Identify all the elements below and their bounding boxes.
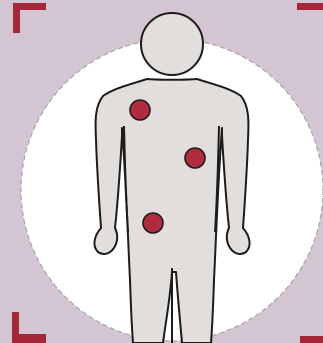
corner-bracket-top-right-icon bbox=[297, 3, 323, 10]
abdomen-marker[interactable] bbox=[185, 148, 205, 168]
corner-bracket-bottom-right-icon bbox=[300, 336, 323, 343]
head-shape bbox=[141, 13, 203, 75]
corner-bracket-bottom-left-icon bbox=[12, 312, 46, 343]
hip-marker[interactable] bbox=[143, 213, 163, 233]
corner-bracket-top-left-icon bbox=[13, 3, 46, 33]
chest-marker[interactable] bbox=[130, 100, 150, 120]
